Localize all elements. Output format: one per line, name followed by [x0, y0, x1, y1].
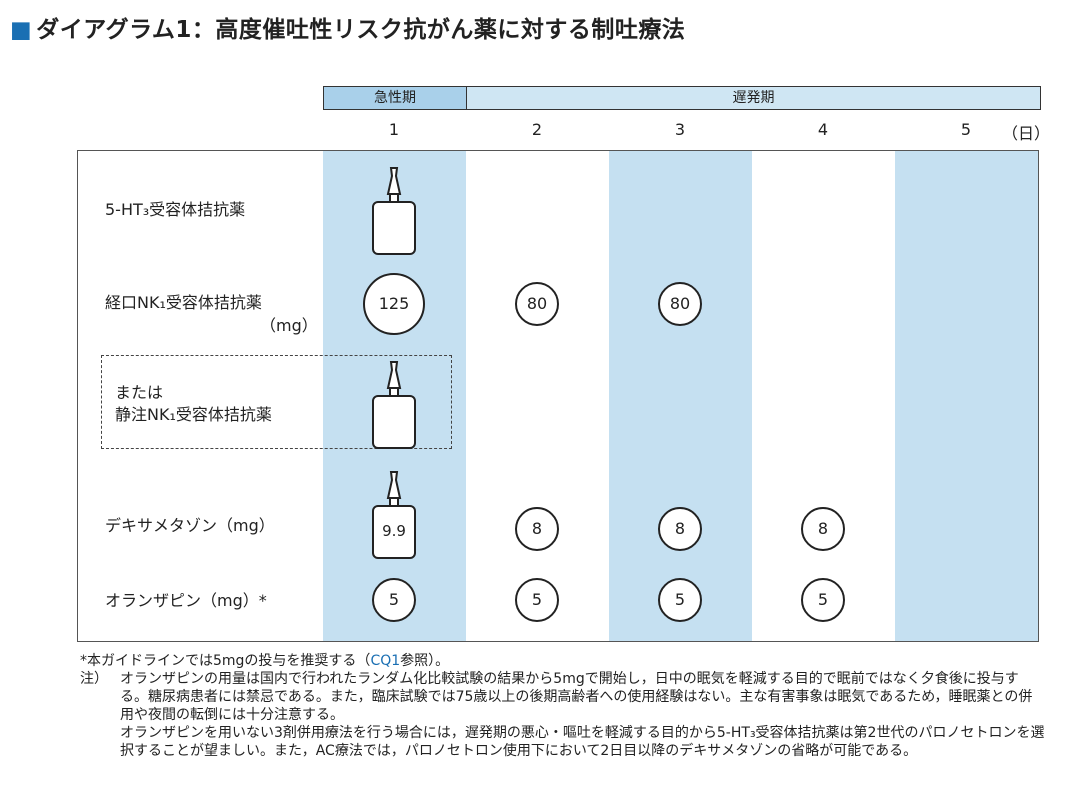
day-3: 3 [674, 120, 686, 139]
dose-dex-day2: 8 [515, 507, 559, 551]
dose-nk1-day1: 125 [363, 273, 425, 335]
day-2: 2 [531, 120, 543, 139]
footnote-note2: オランザピンを用いない3剤併用療法を行う場合には，遅発期の悪心・嘔吐を軽減する目… [80, 724, 1045, 760]
dose-dex-day3: 8 [658, 507, 702, 551]
row-label-or: または [115, 383, 164, 402]
day-4: 4 [817, 120, 829, 139]
iv-vial-icon [369, 360, 419, 450]
dose-olz-day3: 5 [658, 578, 702, 622]
note-label: 注） [80, 671, 108, 687]
footnote-star-text: *本ガイドラインでは5mgの投与を推奨する（ [80, 653, 371, 669]
day-unit: （日） [1002, 124, 1051, 143]
footnotes: *本ガイドラインでは5mgの投与を推奨する（CQ1参照）。 注） オランザピンの用… [80, 652, 1045, 760]
note2-text: オランザピンを用いない3剤併用療法を行う場合には，遅発期の悪心・嘔吐を軽減する目… [120, 725, 1045, 759]
row-label-nk1-iv: 静注NK₁受容体拮抗薬 [115, 405, 272, 424]
dose-dex-day1: 9.9 [382, 522, 406, 540]
footnote-star-end: 参照）。 [400, 653, 450, 669]
row-label-ht3: 5-HT₃受容体拮抗薬 [105, 200, 246, 219]
row-label-dex: デキサメタゾン（mg） [105, 516, 275, 535]
footnote-star: *本ガイドラインでは5mgの投与を推奨する（CQ1参照）。 [80, 652, 1045, 670]
note1-text: オランザピンの用量は国内で行われたランダム化比較試験の結果から5mgで開始し，日… [120, 671, 1033, 723]
footnote-note1: 注） オランザピンの用量は国内で行われたランダム化比較試験の結果から5mgで開始し… [80, 670, 1045, 724]
iv-vial-icon [369, 166, 419, 256]
day-5: 5 [960, 120, 972, 139]
row-label-olz: オランザピン（mg）* [105, 591, 267, 610]
dose-dex-day4: 8 [801, 507, 845, 551]
phase-acute: 急性期 [323, 86, 467, 110]
day5-band [895, 151, 1038, 641]
day-1: 1 [388, 120, 400, 139]
iv-vial-icon: 9.9 [369, 470, 419, 560]
dose-nk1-day2: 80 [515, 282, 559, 326]
chart-frame [77, 150, 1039, 642]
dose-nk1-day3: 80 [658, 282, 702, 326]
iv-alternative-box [101, 355, 452, 449]
dose-olz-day1: 5 [372, 578, 416, 622]
dose-olz-day4: 5 [801, 578, 845, 622]
cq1-link[interactable]: CQ1 [370, 653, 401, 669]
row-label-nk1-oral: 経口NK₁受容体拮抗薬 [105, 293, 262, 312]
day3-band [609, 151, 752, 641]
title-square-icon: ■ [10, 17, 33, 43]
phase-delayed: 遅発期 [466, 86, 1041, 110]
dose-olz-day2: 5 [515, 578, 559, 622]
title-text: ダイアグラム1：高度催吐性リスク抗がん薬に対する制吐療法 [36, 17, 686, 43]
page-title: ■ダイアグラム1：高度催吐性リスク抗がん薬に対する制吐療法 [10, 10, 685, 44]
row-label-nk1-oral-unit: （mg） [260, 316, 318, 335]
